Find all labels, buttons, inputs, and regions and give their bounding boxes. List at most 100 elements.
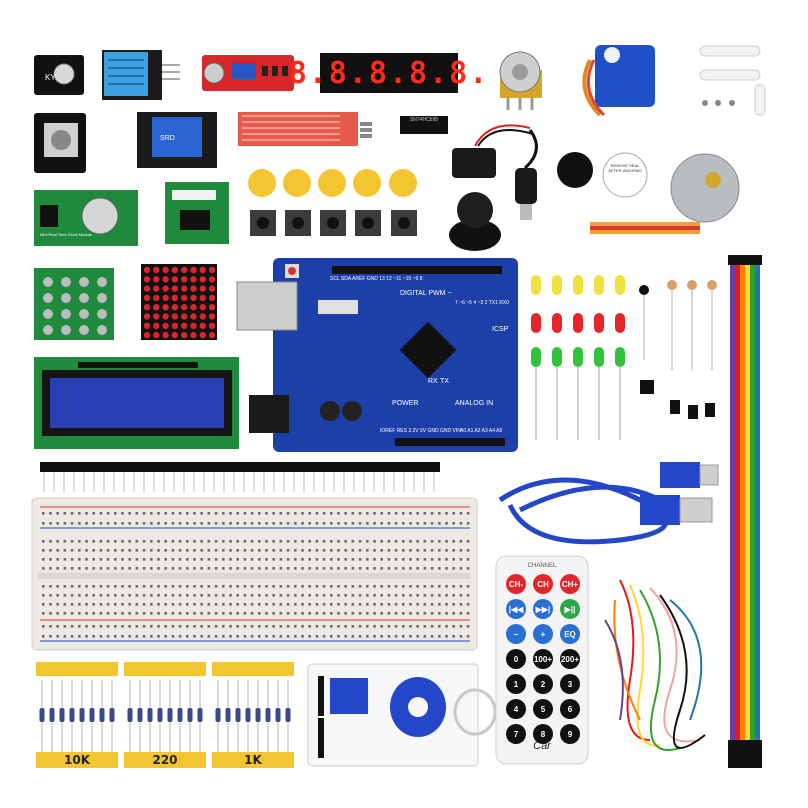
dht11-sensor <box>102 50 180 100</box>
arduino-analog-label: ANALOG IN <box>455 400 494 407</box>
remote-button[interactable]: ▶|| <box>560 599 580 619</box>
matrix-led <box>153 322 160 329</box>
matrix-led <box>190 322 197 329</box>
resistor <box>79 708 85 722</box>
loose-jumper-wires <box>604 579 706 751</box>
usb-connector-b <box>660 462 719 488</box>
matrix-led <box>190 285 197 292</box>
matrix-led <box>181 322 188 329</box>
remote-button[interactable]: 6 <box>560 699 580 719</box>
matrix-led <box>171 331 179 339</box>
arduino-rx-label: RX <box>428 378 438 385</box>
resistor <box>197 708 203 722</box>
matrix-led <box>199 313 206 320</box>
arduino-digital-label: DIGITAL PWM ~ <box>400 290 452 297</box>
ic-chip-label: SN74HC595 <box>400 116 448 134</box>
matrix-led <box>153 304 160 311</box>
sticker-circle <box>602 152 648 198</box>
matrix-led <box>181 285 188 292</box>
pin-header-strip <box>40 462 440 492</box>
remote-button[interactable]: + <box>533 624 553 644</box>
remote-button[interactable]: 8 <box>533 724 553 744</box>
seven-segment-digits: 8.8.8.8.8. <box>288 55 490 91</box>
matrix-led <box>208 304 216 311</box>
matrix-led <box>181 304 188 311</box>
matrix-led <box>208 313 216 320</box>
relay-module: SRD <box>137 112 217 168</box>
matrix-led <box>190 294 197 302</box>
breadboard <box>31 497 478 651</box>
resistor-strip-top <box>124 662 206 676</box>
matrix-led <box>171 322 179 329</box>
water-level-sensor <box>238 112 372 146</box>
matrix-led <box>171 266 179 274</box>
matrix-led <box>143 313 151 320</box>
matrix-led <box>171 304 179 311</box>
matrix-led <box>143 294 151 302</box>
matrix-led <box>190 331 197 339</box>
resistor <box>89 708 95 722</box>
resistor <box>109 708 115 722</box>
resistor <box>177 708 183 722</box>
remote-button[interactable]: 2 <box>533 674 553 694</box>
resistor <box>59 708 65 722</box>
resistor <box>147 708 153 722</box>
matrix-led <box>208 276 216 283</box>
remote-button[interactable]: 1 <box>506 674 526 694</box>
remote-button[interactable]: |◀◀ <box>506 599 526 619</box>
matrix-led <box>153 294 160 302</box>
remote-button[interactable]: 4 <box>506 699 526 719</box>
remote-brand: Car <box>533 740 551 752</box>
usb-connector-a <box>640 495 713 525</box>
arduino-uno-board <box>236 258 518 452</box>
matrix-led <box>143 331 151 339</box>
rfid-keyfob <box>390 677 497 737</box>
resistor-rows <box>39 680 291 752</box>
remote-button[interactable]: CH- <box>506 574 526 594</box>
remote-button[interactable]: − <box>506 624 526 644</box>
arduino-analog-pins: A0 A1 A2 A3 A4 A5 <box>460 428 503 434</box>
remote-button[interactable]: EQ <box>560 624 580 644</box>
matrix-led <box>181 331 188 339</box>
small-module-label: KY <box>45 73 56 82</box>
matrix-led <box>162 304 169 311</box>
matrix-led <box>199 276 206 283</box>
matrix-led <box>162 266 169 274</box>
matrix-led <box>208 322 216 329</box>
matrix-led <box>190 313 197 320</box>
remote-button[interactable]: 200+ <box>560 649 580 669</box>
remote-button[interactable]: 100+ <box>533 649 553 669</box>
screws <box>702 100 735 106</box>
arduino-icsp-label: ICSP <box>492 326 509 333</box>
stepper-motor <box>590 153 740 234</box>
matrix-led <box>153 276 160 283</box>
matrix-led <box>143 322 151 329</box>
matrix-led <box>171 313 179 320</box>
led-legs <box>535 367 621 440</box>
rtc-caption-text: Mini Real Time Clock Module <box>40 232 92 237</box>
remote-button[interactable]: CH+ <box>560 574 580 594</box>
matrix-led <box>190 266 197 274</box>
remote-button[interactable]: CH <box>533 574 553 594</box>
resistor <box>235 708 241 722</box>
button-caps <box>248 169 417 197</box>
remote-button[interactable]: 0 <box>506 649 526 669</box>
arduino-tx-label: TX <box>440 378 449 385</box>
remote-top-label: CHANNEL <box>527 563 557 569</box>
remote-button[interactable]: 5 <box>533 699 553 719</box>
remote-button[interactable]: 7 <box>506 724 526 744</box>
battery-clip <box>452 124 534 178</box>
remote-button[interactable]: 3 <box>560 674 580 694</box>
resistor <box>265 708 271 722</box>
stepper-driver-board <box>165 182 229 244</box>
matrix-led <box>162 313 169 320</box>
matrix-led <box>153 285 160 292</box>
matrix-led <box>199 322 206 329</box>
resistor <box>245 708 251 722</box>
resistor-value-label: 220 <box>124 752 206 768</box>
matrix-led <box>171 276 179 283</box>
resistor-strip-top <box>36 662 118 676</box>
remote-button[interactable]: 9 <box>560 724 580 744</box>
photoresistors <box>639 280 717 370</box>
remote-button[interactable]: ▶▶| <box>533 599 553 619</box>
